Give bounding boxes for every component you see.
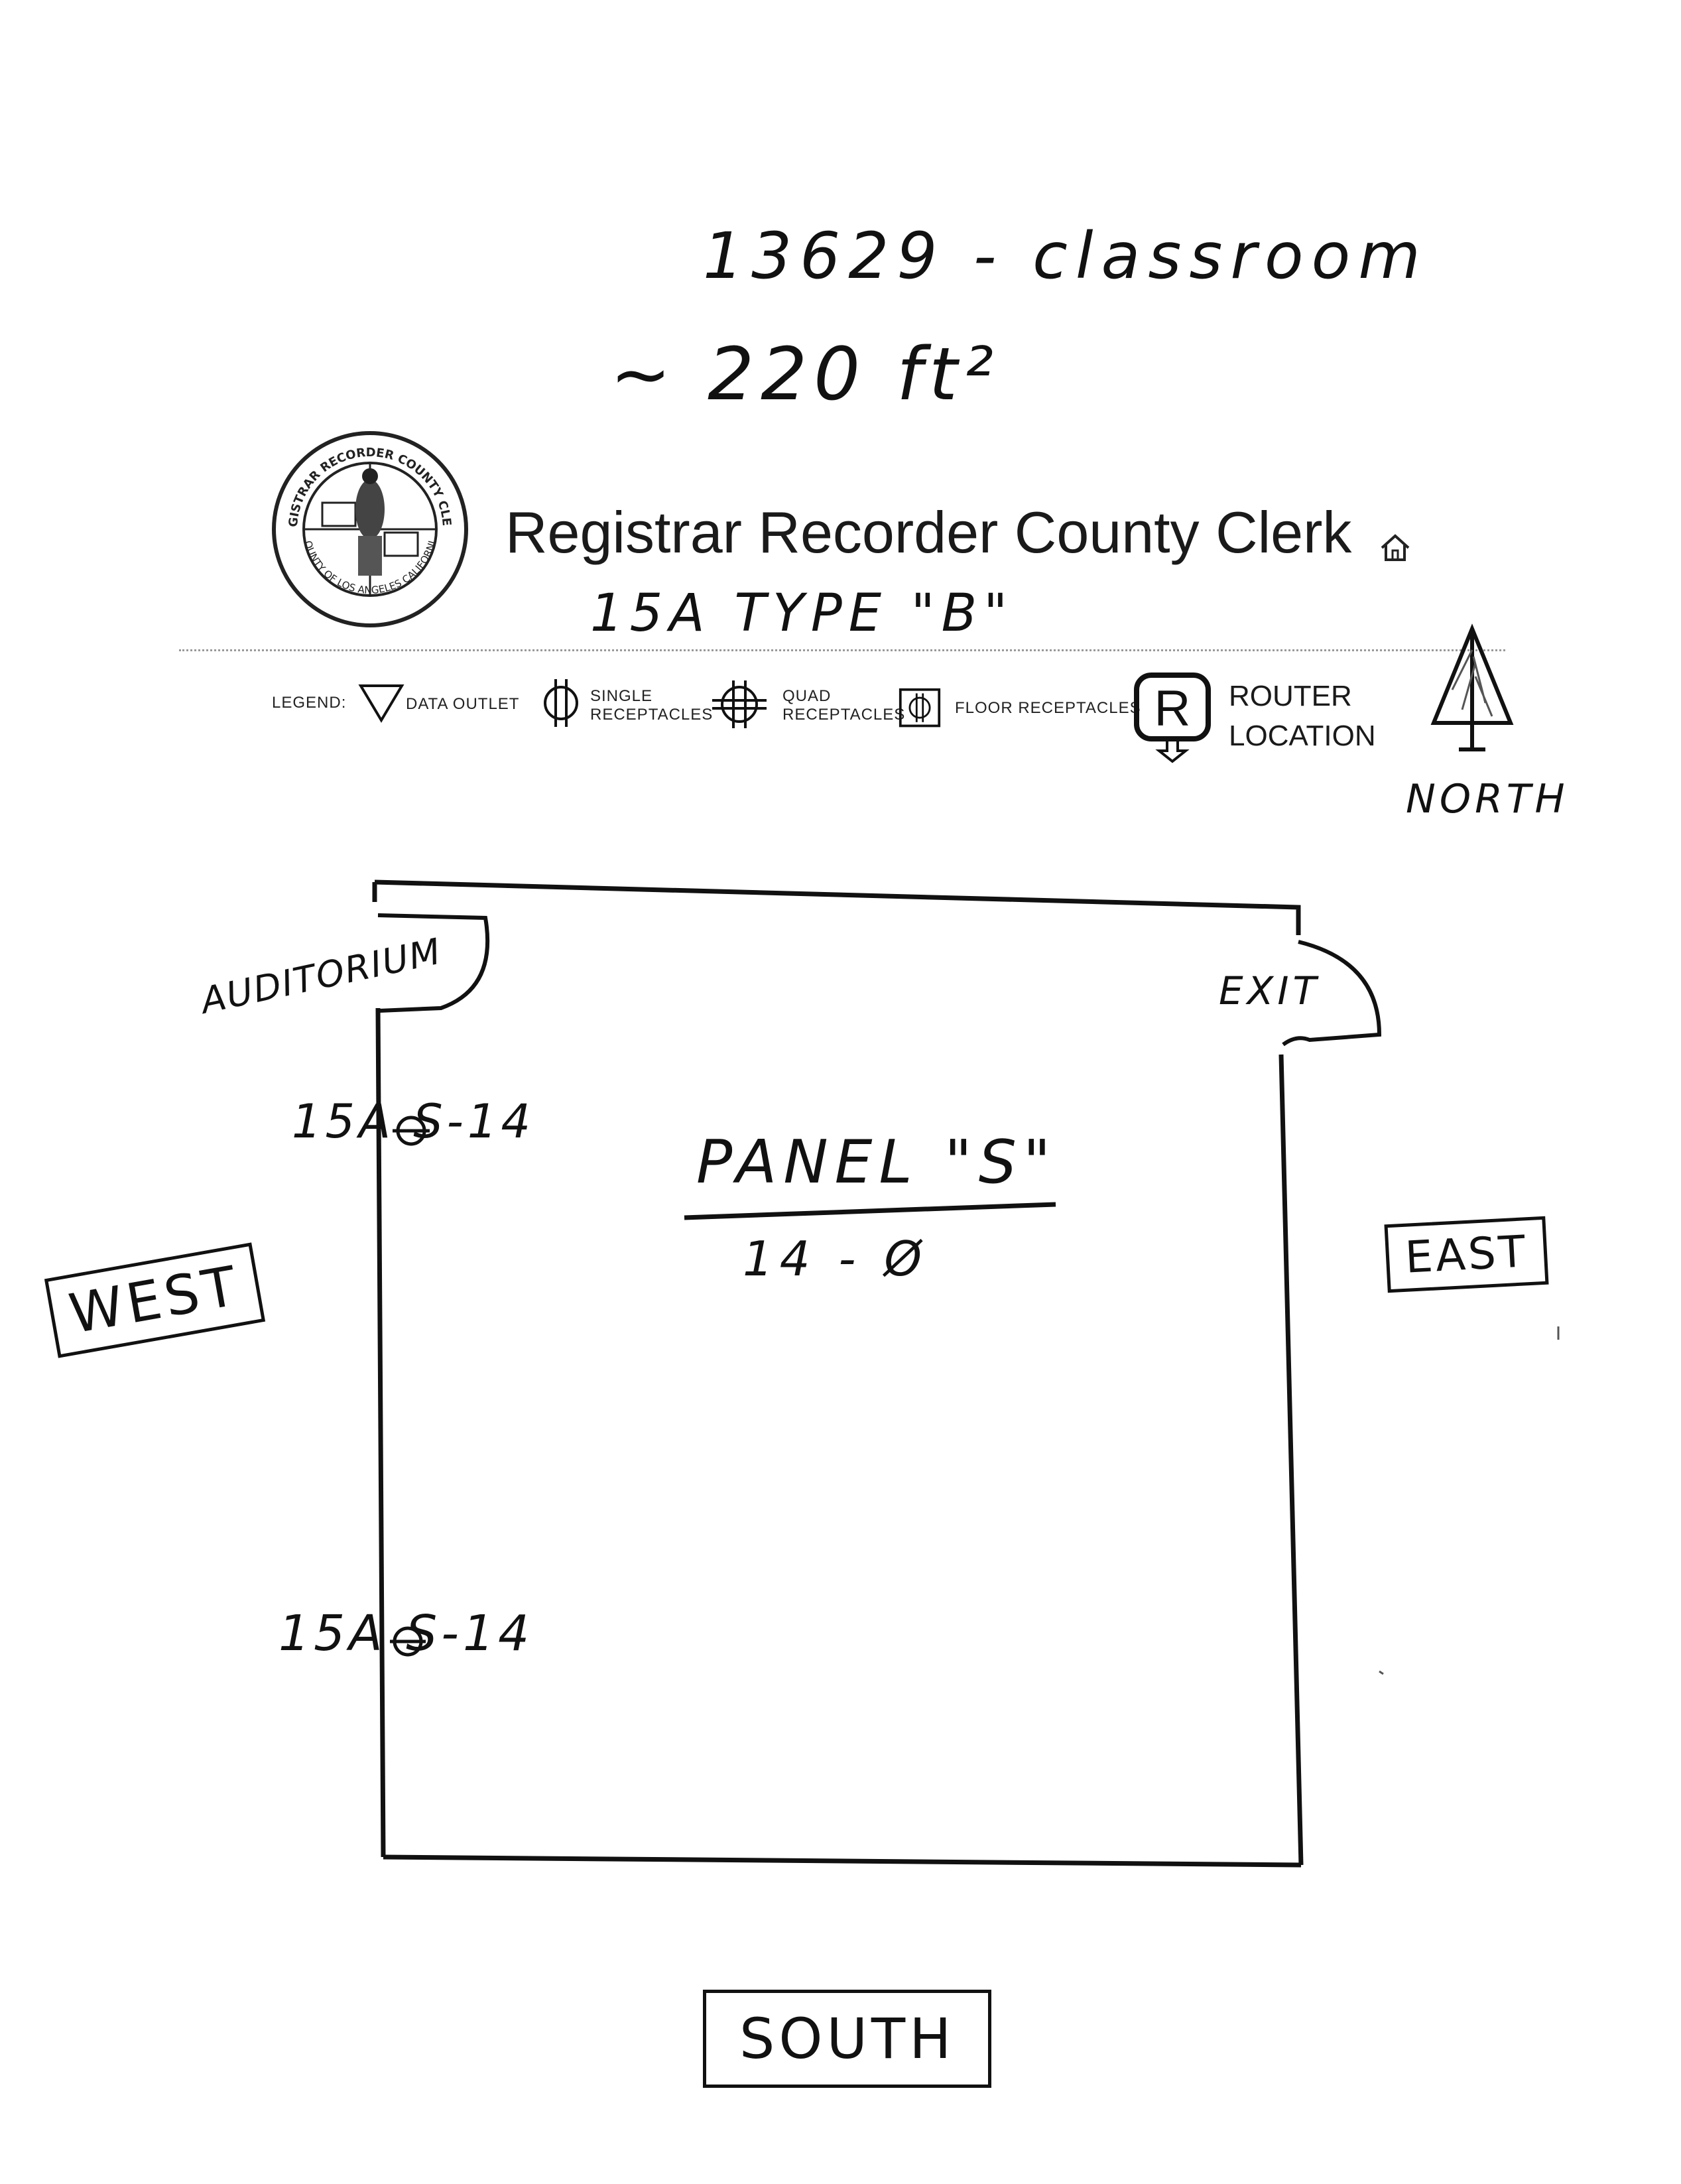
room-number-label: 13629 - classroom	[703, 219, 1428, 293]
floor-receptacle-icon	[899, 688, 941, 728]
data-outlet-icon	[358, 684, 405, 723]
legend-divider	[179, 649, 1505, 651]
legend-item-quad-receptacles: QUAD RECEPTACLES	[782, 687, 906, 724]
quad-receptacle-icon	[712, 680, 767, 728]
room-area-label: ~ 220 ft²	[610, 332, 1001, 417]
north-arrow-icon	[1430, 623, 1514, 751]
panel-label: PANEL "S"	[696, 1127, 1058, 1197]
router-symbol: R	[1154, 680, 1191, 737]
outlet-label-top: 15A S-14	[292, 1094, 534, 1149]
circuit-type-label: 15A TYPE "B"	[590, 584, 1015, 643]
west-label: WEST	[44, 1242, 266, 1358]
east-label: EAST	[1384, 1216, 1549, 1293]
legend-label: LEGEND:	[272, 694, 347, 712]
single-receptacle-icon	[544, 679, 578, 727]
county-seal-logo: REGISTRAR RECORDER COUNTY CLERK COUNTY O…	[271, 430, 468, 627]
page-title: Registrar Recorder County Clerk	[505, 499, 1352, 565]
south-label: SOUTH	[703, 1990, 992, 2088]
legend-item-single-receptacles: SINGLE RECEPTACLES	[590, 687, 714, 724]
legend-item-data-outlet: DATA OUTLET	[406, 695, 520, 713]
legend-item-floor-receptacles: FLOOR RECEPTACLES	[955, 699, 1141, 717]
auditorium-label: AUDITORIUM	[197, 930, 446, 1022]
panel-circuit-label: 14 - Ø	[743, 1231, 929, 1287]
north-label: NORTH	[1406, 776, 1569, 822]
legend-item-router-location: ROUTER LOCATION	[1229, 680, 1376, 752]
home-icon[interactable]	[1378, 531, 1412, 565]
router-icon: R	[1134, 673, 1211, 763]
exit-label: EXIT	[1219, 968, 1320, 1013]
outlet-label-bottom: 15A S-14	[279, 1605, 534, 1662]
